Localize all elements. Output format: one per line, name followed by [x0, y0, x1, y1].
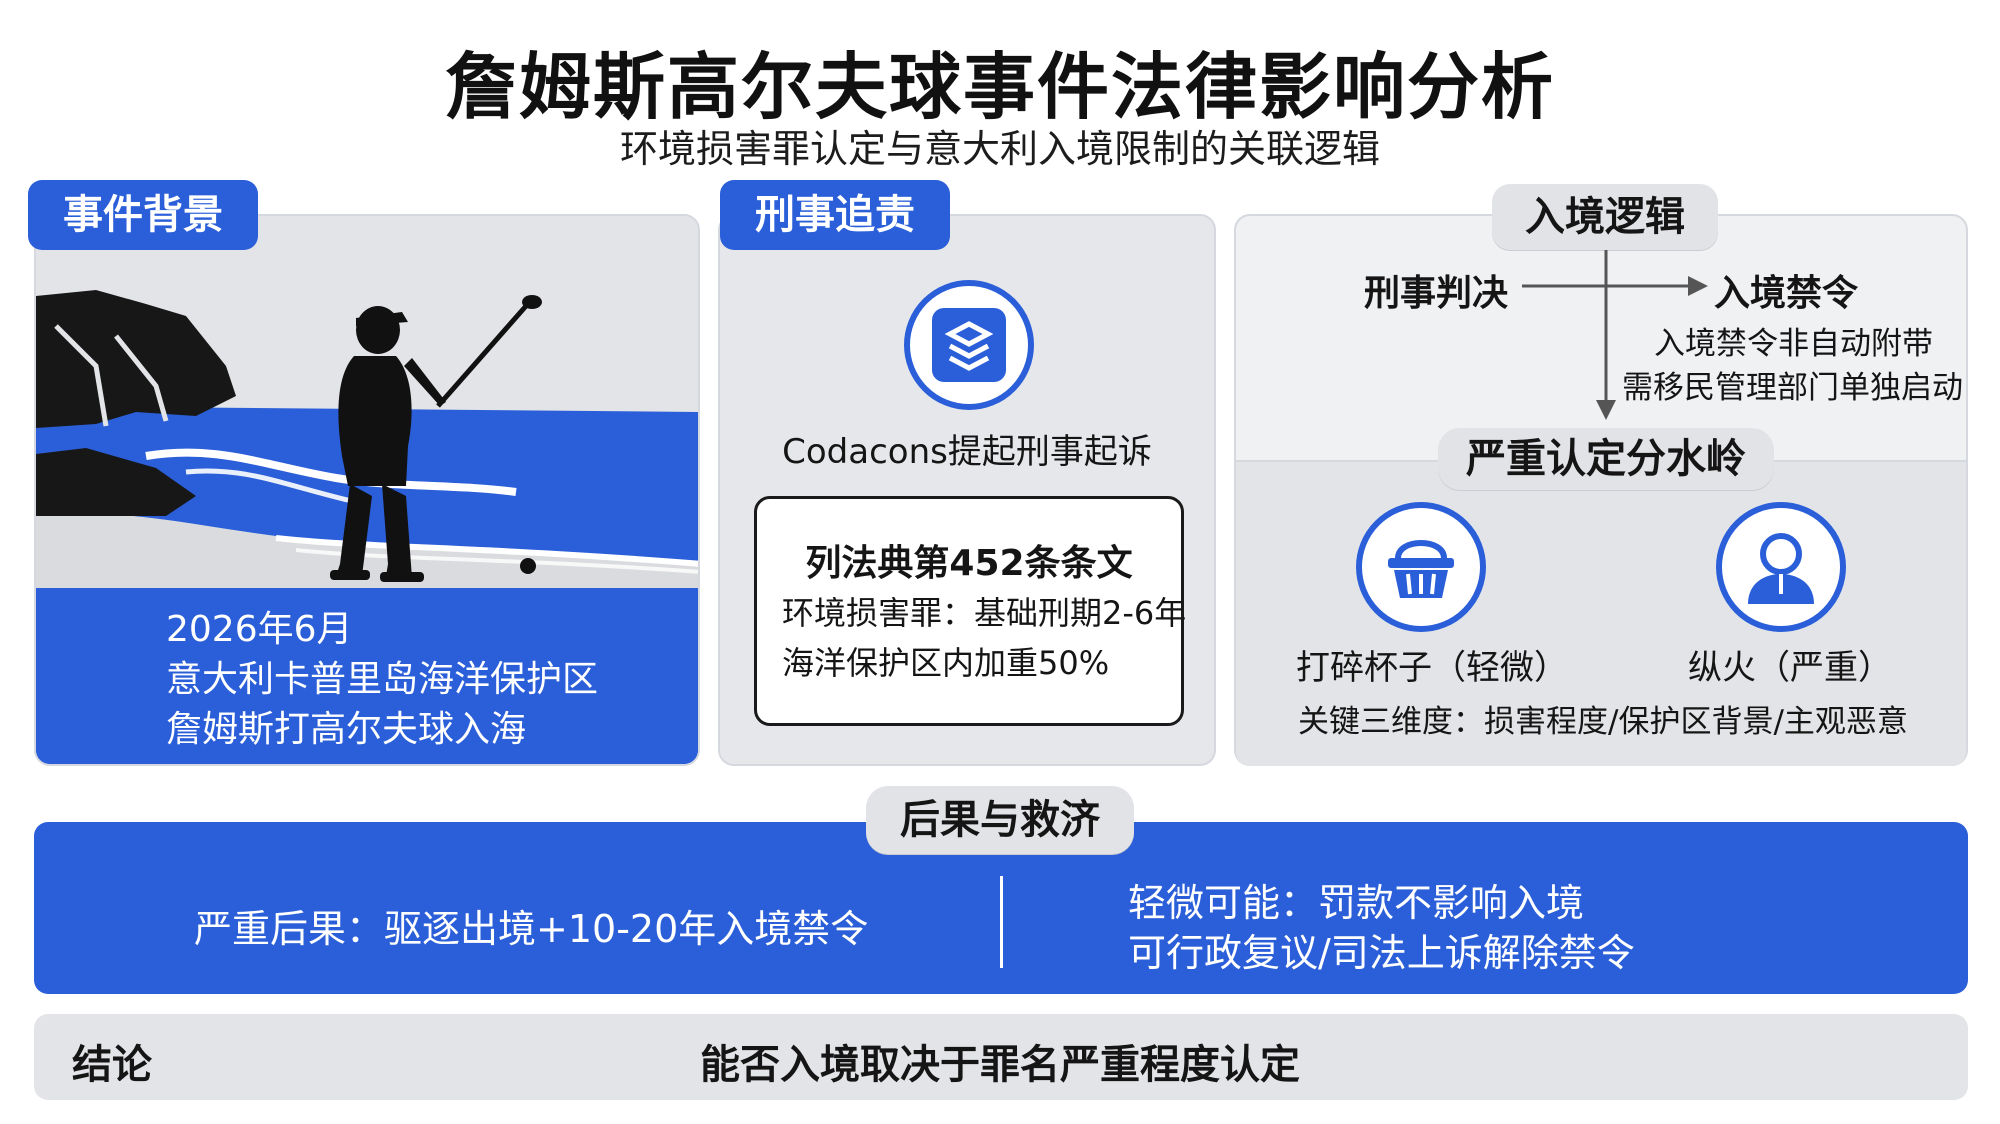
prosecution-label: 刑事追责	[720, 180, 950, 250]
page-subtitle: 环境损害罪认定与意大利入境限制的关联逻辑	[619, 127, 1380, 171]
key-dimensions-text: 关键三维度：损害程度/保护区背景/主观恶意	[1298, 704, 1908, 740]
background-label: 事件背景	[28, 180, 258, 250]
minor-consequence-line-2: 可行政复议/司法上诉解除禁令	[1128, 931, 1635, 975]
flow-arrows	[1522, 250, 1708, 420]
flow-to-label: 入境禁令	[1714, 273, 1859, 314]
entry-note-2: 需移民管理部门单独启动	[1622, 370, 1963, 406]
conclusion-label: 结论	[72, 1042, 152, 1088]
law-article-title: 列法典第452条条文	[805, 543, 1133, 584]
law-article-line-2: 海洋保护区内加重50%	[782, 644, 1110, 682]
person-icon	[1716, 502, 1846, 632]
codacons-logo-icon	[904, 280, 1034, 410]
minor-case-label: 打碎杯子（轻微）	[1296, 648, 1568, 688]
entry-logic-label: 入境逻辑	[1492, 184, 1718, 250]
law-article-box	[754, 496, 1184, 726]
basket-icon	[1356, 502, 1486, 632]
minor-consequence-line-1: 轻微可能：罚款不影响入境	[1128, 881, 1585, 925]
conclusion-text: 能否入境取决于罪名严重程度认定	[700, 1042, 1300, 1088]
background-line-3: 詹姆斯打高尔夫球入海	[166, 709, 527, 750]
watershed-section	[1236, 460, 1966, 766]
background-line-1: 2026年6月	[166, 609, 353, 650]
background-line-2: 意大利卡普里岛海洋保护区	[166, 659, 599, 700]
prosecution-caption: Codacons提起刑事起诉	[782, 432, 1152, 472]
entry-note-1: 入境禁令非自动附带	[1654, 326, 1933, 362]
background-panel	[34, 214, 700, 766]
severe-case-label: 纵火（严重）	[1688, 648, 1892, 688]
flow-from-label: 刑事判决	[1364, 273, 1509, 314]
page-title: 詹姆斯高尔夫球事件法律影响分析	[444, 45, 1555, 129]
law-article-line-1: 环境损害罪：基础刑期2-6年	[782, 594, 1187, 632]
severe-consequence-text: 严重后果：驱逐出境+10-20年入境禁令	[194, 907, 869, 951]
golfer-scene-illustration	[36, 216, 698, 764]
watershed-label: 严重认定分水岭	[1438, 428, 1774, 490]
consequence-label: 后果与救济	[866, 786, 1134, 854]
consequence-divider	[1000, 876, 1003, 968]
conclusion-bar	[34, 1014, 1968, 1100]
